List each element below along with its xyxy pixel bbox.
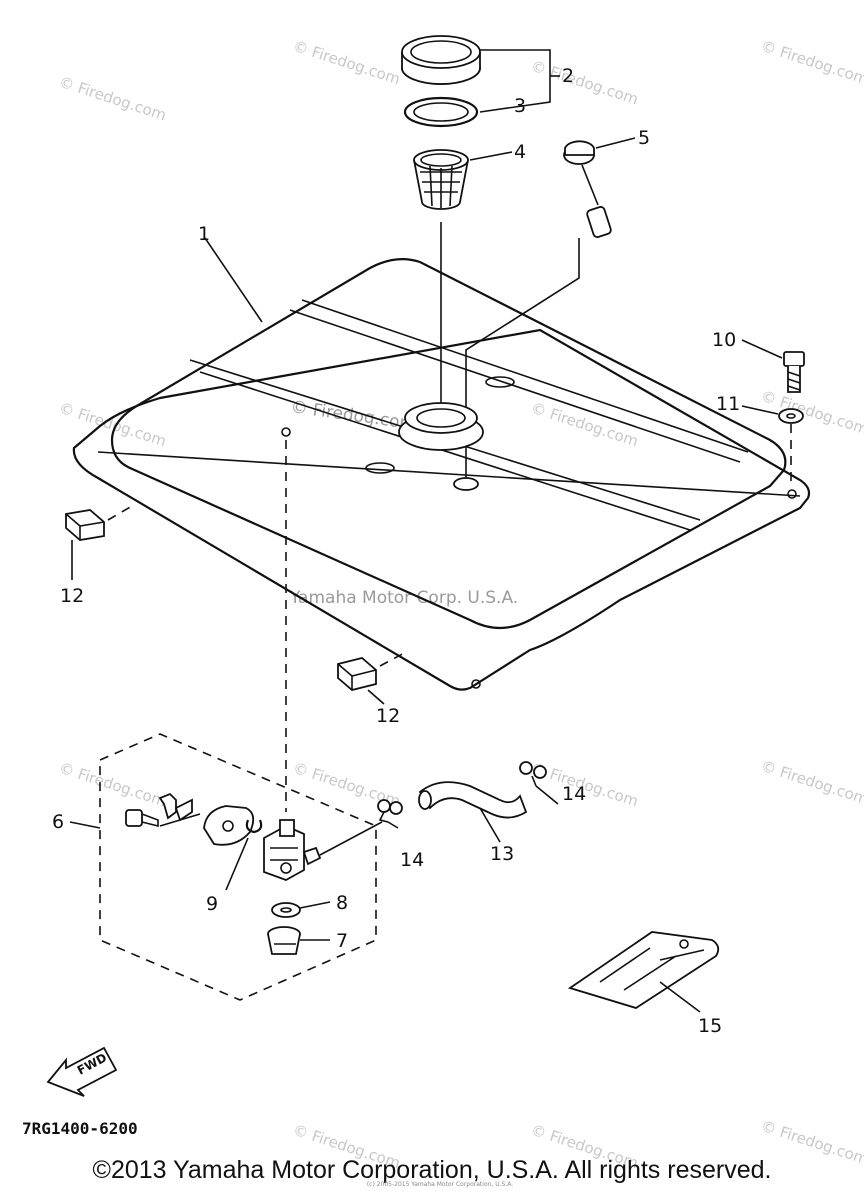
o-ring-9 <box>245 819 263 834</box>
forward-arrow-icon: FWD <box>46 1046 118 1097</box>
callout-5: 5 <box>638 127 650 149</box>
copyright-notice: ©2013 Yamaha Motor Corporation, U.S.A. A… <box>92 1156 772 1184</box>
callout-2: 2 <box>562 65 574 87</box>
bolt <box>783 351 805 393</box>
callout-10: 10 <box>712 329 736 351</box>
damper-axis <box>379 651 407 667</box>
leader-9 <box>225 837 249 891</box>
leader-4 <box>469 151 513 161</box>
fuel-cock <box>263 819 322 881</box>
damper-left <box>65 509 105 541</box>
clamp-right <box>519 761 547 787</box>
fuel-strainer <box>413 149 469 210</box>
leader-14 <box>535 785 559 805</box>
leader-10 <box>741 339 783 359</box>
callout-4: 4 <box>514 141 526 163</box>
watermark: © Firedog.com <box>759 37 864 89</box>
watermark: © Firedog.com <box>57 759 169 811</box>
leader-14 <box>387 821 399 829</box>
screw <box>125 809 159 828</box>
fuel-cock-group <box>99 733 377 1001</box>
callout-15: 15 <box>698 1015 722 1037</box>
cock-washer-8 <box>271 902 301 918</box>
callout-1: 1 <box>198 223 210 245</box>
center-watermark: © Firedog.com <box>289 397 417 434</box>
watermark: © Firedog.com <box>291 37 403 89</box>
watermark: © Firedog.com <box>759 757 864 809</box>
leader-11 <box>741 405 779 415</box>
callout-14: 14 <box>562 783 586 805</box>
callout-12: 12 <box>60 585 84 607</box>
callout-7: 7 <box>336 930 348 952</box>
cap-gasket <box>403 96 479 128</box>
fuel-tank <box>72 257 811 691</box>
leader-13 <box>479 807 501 843</box>
watermark: © Firedog.com <box>529 57 641 109</box>
hose-axis <box>319 821 383 856</box>
watermark-layer: © Firedog.com © Firedog.com © Firedog.co… <box>57 37 864 1173</box>
cock-gasket <box>203 805 255 846</box>
watermark: © Firedog.com <box>57 73 169 125</box>
fuel-cap <box>401 35 481 85</box>
damper-right <box>337 657 377 691</box>
callout-8: 8 <box>336 892 348 914</box>
leader-12 <box>367 689 385 705</box>
fuel-hose <box>418 781 528 819</box>
damper-axis <box>107 505 133 521</box>
washer <box>778 408 804 424</box>
parts-bag <box>567 931 720 1009</box>
callout-9: 9 <box>206 893 218 915</box>
leader-15 <box>659 981 701 1013</box>
lever <box>158 792 193 822</box>
leader-5 <box>595 137 636 149</box>
callout-3: 3 <box>514 95 526 117</box>
leader-1 <box>204 237 263 323</box>
leader-6 <box>69 821 101 829</box>
callout-11: 11 <box>716 393 740 415</box>
fine-print: (c) 2005-2015 Yamaha Motor Corporation, … <box>366 1181 514 1188</box>
cock-bowl-7 <box>267 926 301 955</box>
screw-line <box>159 813 201 827</box>
callout-6: 6 <box>52 811 64 833</box>
diagram-code: 7RG1400-6200 <box>22 1119 138 1138</box>
callout-13: 13 <box>490 843 514 865</box>
clamp-left <box>377 799 403 823</box>
callout-12: 12 <box>376 705 400 727</box>
manufacturer-watermark: Yamaha Motor Corp. U.S.A. <box>289 588 518 608</box>
watermark: © Firedog.com <box>529 399 641 451</box>
callout-14: 14 <box>400 849 424 871</box>
leader-8 <box>299 901 331 909</box>
